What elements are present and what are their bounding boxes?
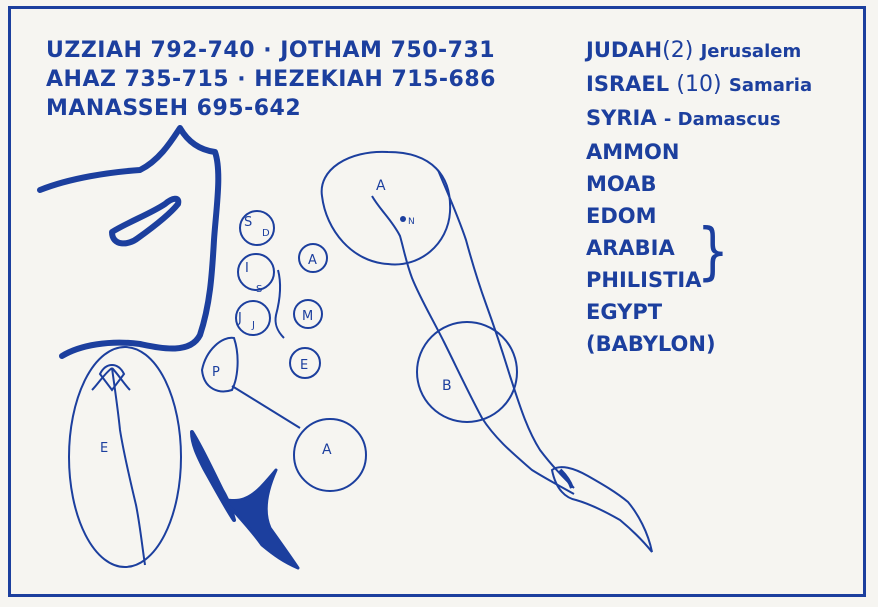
nineveh-dot [400,216,406,222]
nation-judah-capital: Jerusalem [700,41,802,62]
assyria-boundary [320,150,452,266]
map-label-edom: E [300,358,308,373]
nation-syria-capital: - Damascus [663,109,781,130]
nation-judah: JUDAH(2) Jerusalem [586,34,812,68]
arabia-philistia-brace: } [697,214,729,288]
nation-israel: ISRAEL (10) Samaria [586,68,812,102]
nation-ammon: AMMON [586,140,680,164]
cyprus-island [109,195,182,247]
kings-line-3: MANASSEH 695-642 [46,96,302,121]
map-label-philistia: P [212,365,220,380]
nations-legend: JUDAH(2) Jerusalem ISRAEL (10) Samaria S… [586,34,812,360]
red-sea-gulf-west [190,430,236,522]
kings-list: UZZIAH 792-740 · JOTHAM 750-731 AHAZ 735… [46,36,496,123]
philistia-boundary [200,336,239,393]
map-label-israel: I [245,261,249,276]
ammon-boundary [298,243,328,273]
nation-israel-count: (10) [676,72,722,97]
syria-boundary [239,210,275,246]
kings-line-1: UZZIAH 792-740 · JOTHAM 750-731 [46,38,496,63]
nation-israel-name: ISRAEL [586,72,670,96]
nile-delta [98,364,126,392]
babylon-boundary [416,321,518,423]
israel-boundary [237,253,275,291]
map-label-damascus: D [262,228,270,239]
nile-river [91,367,146,566]
map-label-assyria: A [376,178,386,194]
nation-babylon: (BABYLON) [586,332,716,356]
nation-judah-count: (2) [662,38,694,63]
map-label-nineveh: N [408,217,415,227]
map-label-syria: S [244,215,252,230]
map-label-judah: J [237,311,242,326]
egypt-boundary [68,346,182,568]
persian-gulf [550,466,653,553]
red-sea [222,468,300,570]
map-label-babylon: B [442,378,452,394]
nation-israel-capital: Samaria [728,75,813,96]
map-label-arabia: A [322,442,332,458]
moab-boundary [293,299,323,329]
map-label-jerusalem: J [251,320,255,331]
map-label-moab: M [302,309,313,324]
map-label-samaria: S [256,284,262,295]
map-label-egypt: E [100,441,108,456]
nation-philistia: PHILISTIA [586,268,702,292]
kings-line-2: AHAZ 735-715 · HEZEKIAH 715-686 [46,67,496,92]
arabia-boundary [293,418,367,492]
nation-arabia: ARABIA [586,236,675,260]
nation-judah-name: JUDAH [586,38,663,62]
judah-boundary [235,300,271,336]
nation-edom: EDOM [586,204,657,228]
nation-syria: SYRIA - Damascus [586,102,812,136]
edom-boundary [289,347,321,379]
jordan-river [274,269,285,339]
euphrates-river [437,169,575,489]
arabia-connector [231,385,301,429]
persian-gulf-shore [558,468,574,489]
tigris-river [371,195,575,495]
map-label-ammon: A [308,253,317,268]
mediterranean-coastline [37,125,222,359]
nation-syria-name: SYRIA [586,106,657,130]
nation-moab: MOAB [586,172,657,196]
nation-egypt: EGYPT [586,300,663,324]
